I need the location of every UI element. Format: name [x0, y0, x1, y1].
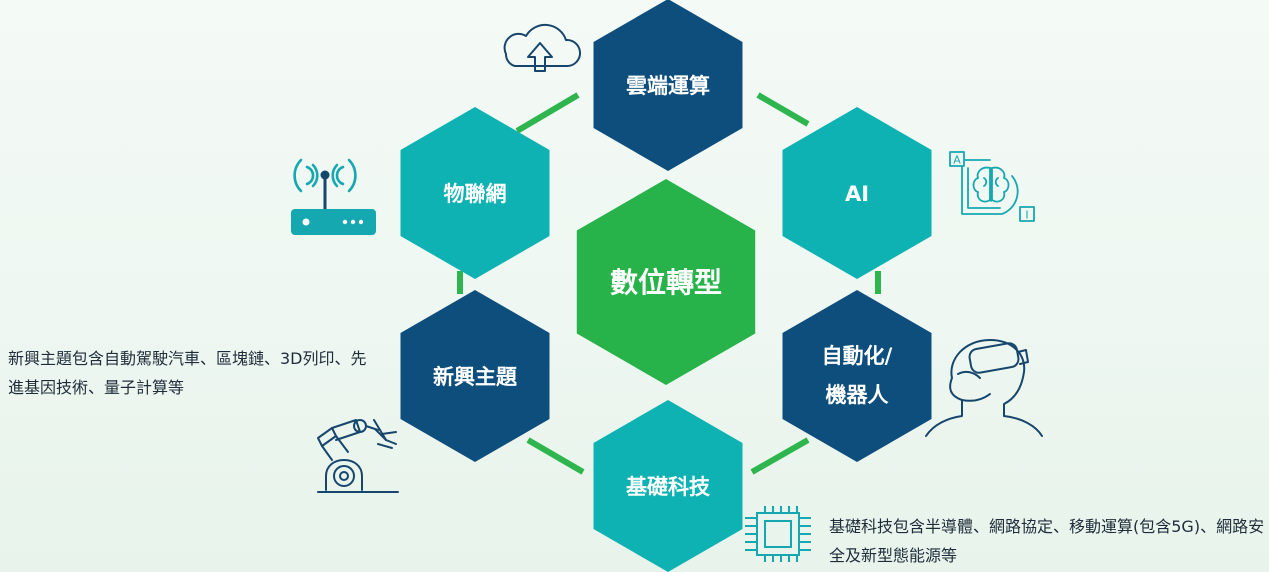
hexagon-basic-technology: 基礎科技	[593, 400, 743, 572]
hexagon-emerging-topics-shape	[400, 290, 550, 462]
connector-line-2	[756, 92, 810, 127]
hexagon-automation-label-line1: 自動化/	[822, 344, 893, 368]
hexagon-iot: 物聯網	[400, 107, 550, 279]
hexagon-emerging-topics: 新興主題	[400, 290, 550, 462]
robot-arm-icon	[317, 419, 399, 493]
emerging-topics-note: 新興主題包含自動駕駛汽車、區塊鏈、3D列印、先進基因技術、量子計算等	[8, 349, 367, 397]
hexagon-iot-shape	[400, 107, 550, 279]
hexagon-cloud-computing-shape	[593, 0, 743, 171]
hexagon-center-label: 數位轉型	[610, 266, 722, 299]
hexagon-ai-shape	[782, 107, 932, 279]
hexagon-ai: AI	[782, 107, 932, 279]
wifi-router-icon	[291, 158, 376, 235]
ai-brain-icon: A I	[949, 151, 1035, 222]
hexagon-cloud-computing-label: 雲端運算	[626, 74, 710, 98]
hexagon-connectors	[457, 92, 881, 475]
svg-text:A: A	[953, 154, 961, 167]
hexagon-center-shape	[576, 179, 756, 385]
hexagon-automation-robotics: 自動化/ 機器人	[782, 290, 932, 462]
hexagon-basic-technology-label: 基礎科技	[626, 475, 711, 499]
hexagon-center: 數位轉型	[576, 179, 756, 385]
connector-line-5	[526, 437, 585, 475]
cloud-upload-icon	[503, 23, 581, 72]
hexagon-automation-robotics-shape	[782, 290, 932, 462]
hexagon-emerging-topics-label: 新興主題	[433, 365, 518, 389]
basic-technology-note: 基礎科技包含半導體、網路協定、移動運算(包含5G)、網路安全及新型態能源等	[829, 517, 1265, 565]
microchip-icon	[745, 506, 811, 562]
vr-headset-person-icon	[925, 339, 1043, 437]
hexagon-cloud-computing: 雲端運算	[593, 0, 743, 171]
connector-line-4	[750, 437, 810, 475]
hexagon-ai-label: AI	[845, 182, 869, 206]
hexagon-iot-label: 物聯網	[444, 182, 507, 206]
hexagon-basic-technology-shape	[593, 400, 743, 572]
connector-line-1	[515, 92, 580, 134]
svg-text:I: I	[1025, 209, 1028, 222]
hexagon-automation-label-line2: 機器人	[826, 383, 889, 407]
